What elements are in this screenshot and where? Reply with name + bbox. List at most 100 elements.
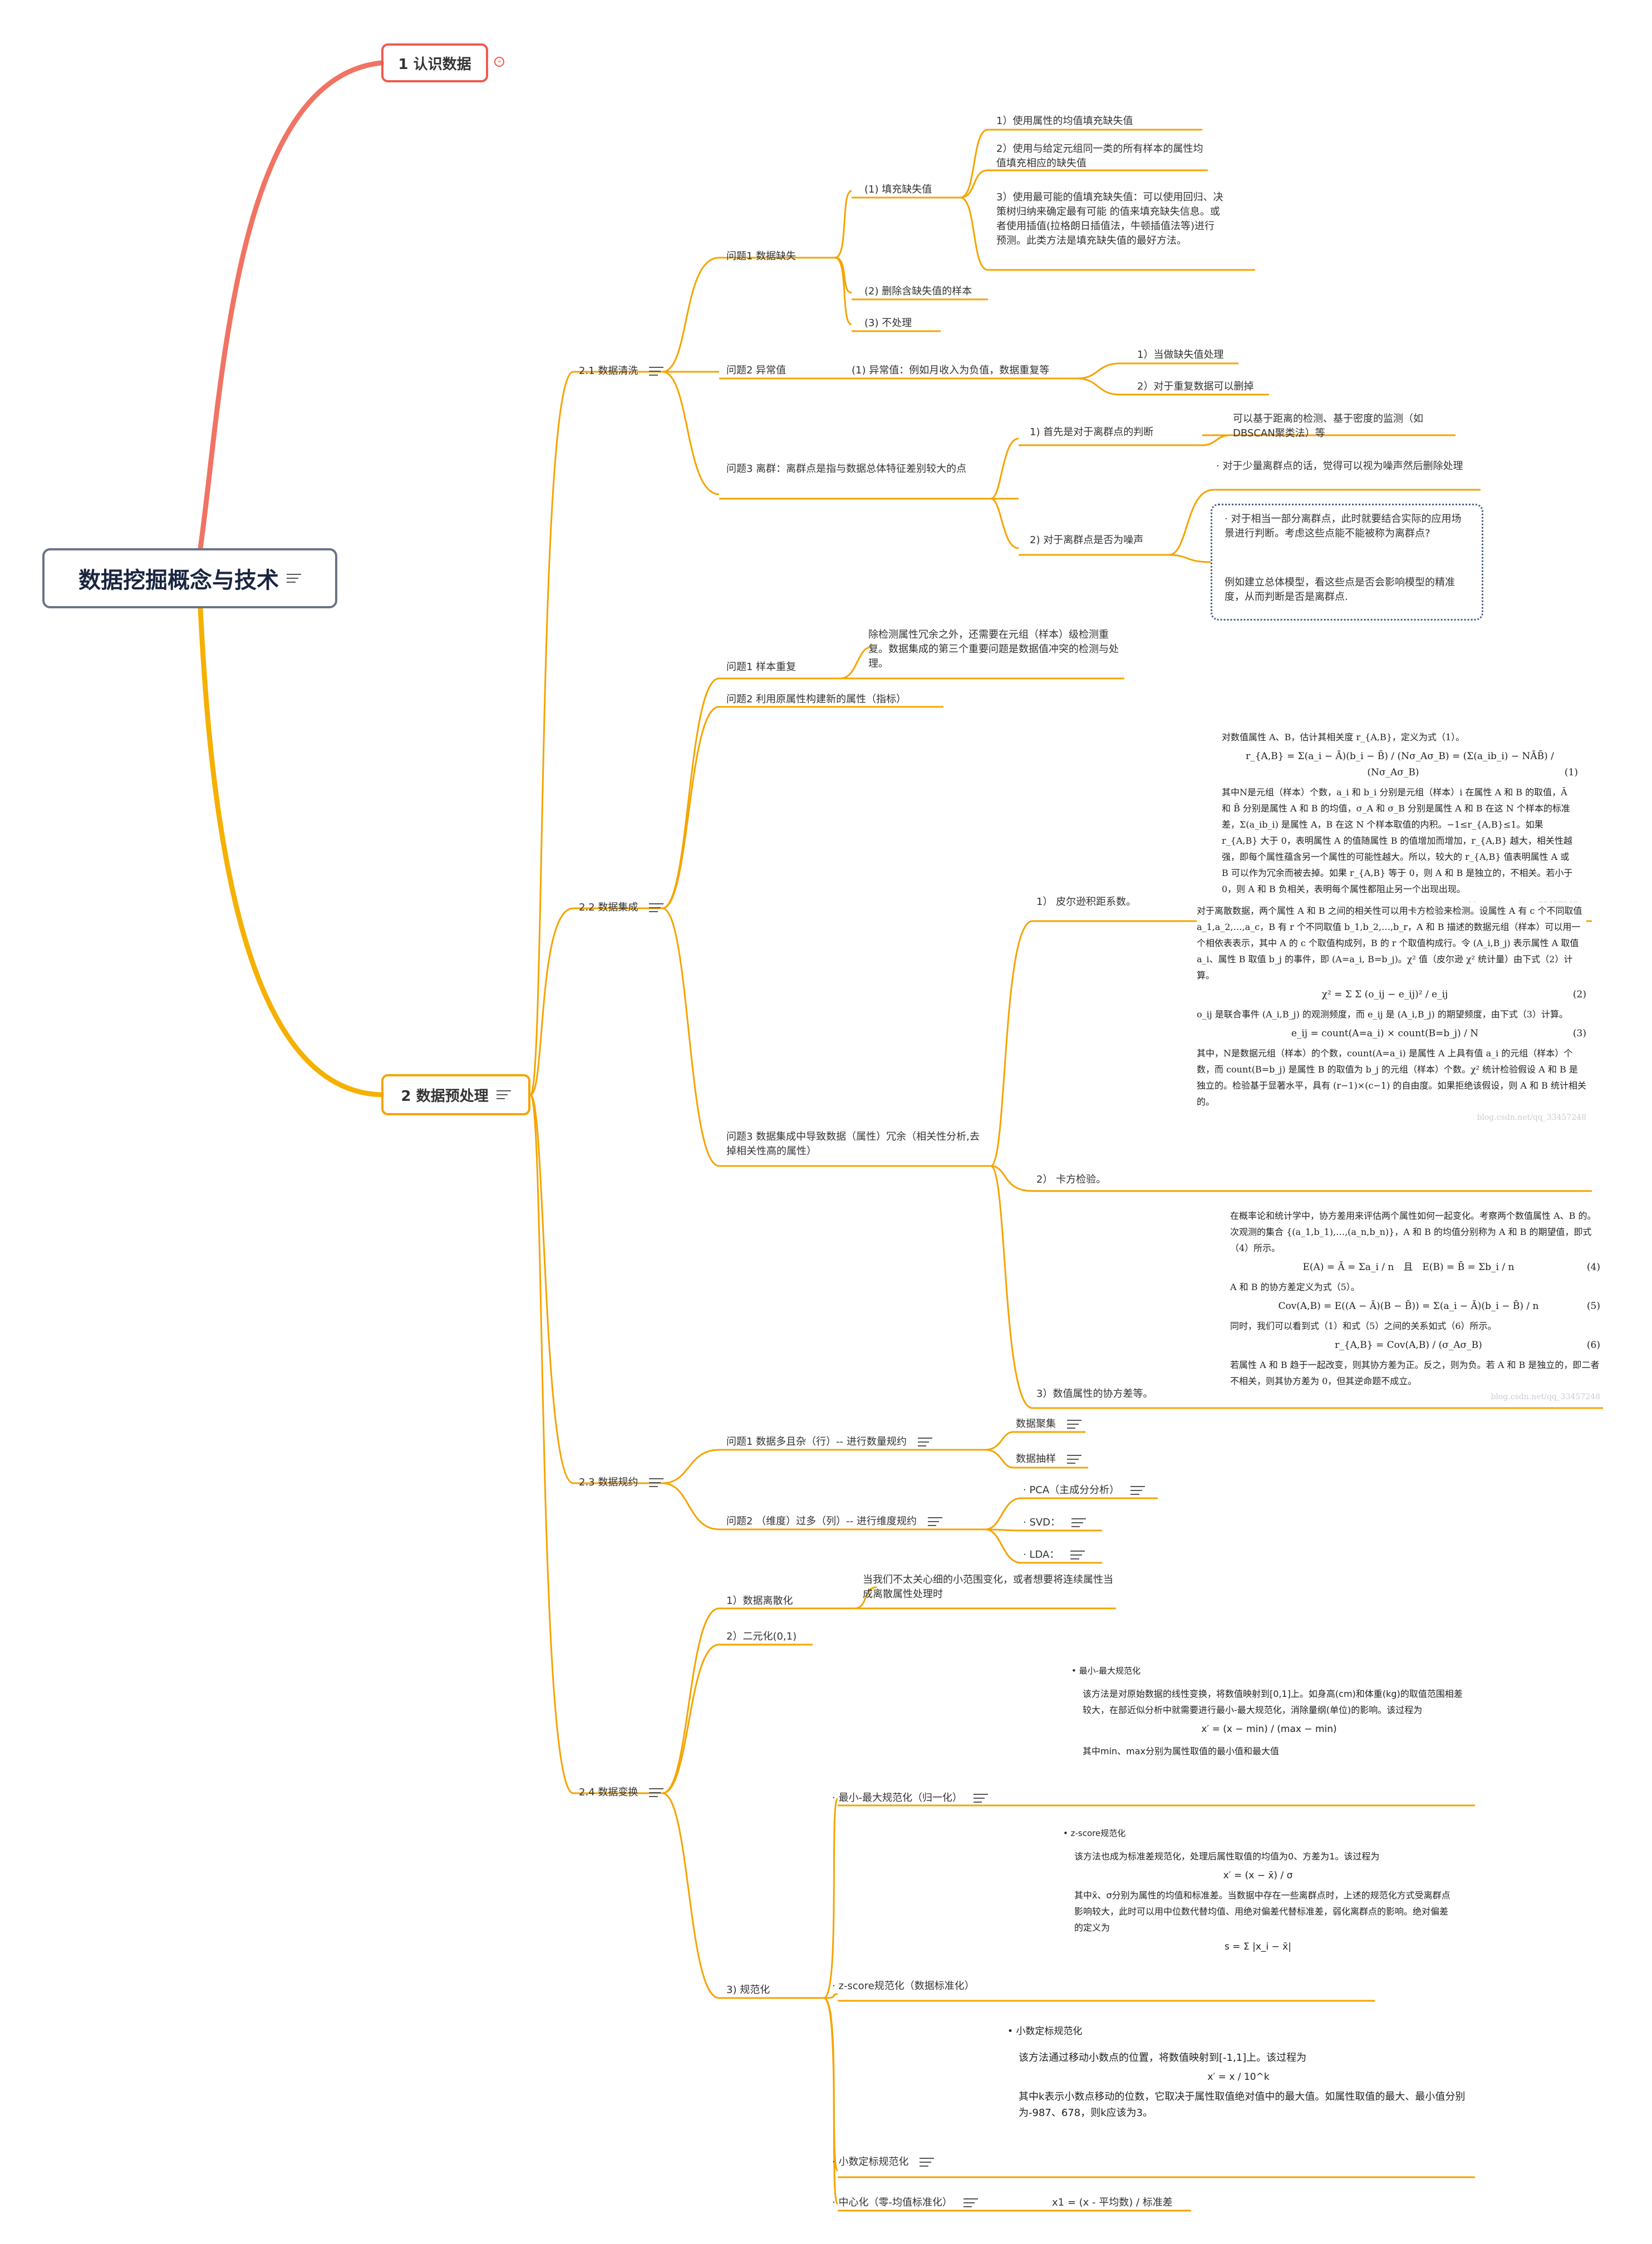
notes-icon[interactable]	[649, 900, 664, 915]
topic-normalization[interactable]: 3) 规范化	[726, 1984, 770, 1996]
topic-fill-missing[interactable]: (1) 填充缺失值	[864, 184, 932, 195]
item-svd[interactable]: · SVD：	[1023, 1515, 1086, 1530]
item-data-aggregation[interactable]: 数据聚集	[1016, 1417, 1081, 1431]
topic-outlier[interactable]: 问题2 异常值	[726, 365, 786, 376]
topic-sample-duplicate[interactable]: 问题1 样本重复	[726, 661, 796, 673]
item-fill-class-mean[interactable]: 2）使用与给定元组同一类的所有样本的属性均值填充相应的缺失值	[996, 143, 1203, 169]
topic-outlier-points[interactable]: 问题3 离群：离群点是指与数据总体特征差别较大的点	[726, 463, 967, 475]
notes-icon[interactable]	[927, 1514, 942, 1529]
outlier-desc[interactable]: (1) 异常值：例如月收入为负值，数据重复等	[852, 365, 1050, 376]
chi-formula2: e_ij = count(A=a_i) × count(B=b_j) / N	[1291, 1028, 1479, 1039]
noise-item-model[interactable]: 例如建立总体模型，看这些点是否会影响模型的精准度，从而判断是否是离群点.	[1225, 577, 1455, 603]
topic-data-integration[interactable]: 2.2 数据集成	[579, 900, 664, 915]
cov-formula2: Cov(A,B) = E((A − Ā)(B − B̄)) = Σ(a_i − …	[1278, 1301, 1539, 1312]
notes-icon[interactable]	[1066, 1452, 1081, 1467]
decimal-title: 小数定标规范化	[1016, 2026, 1083, 2037]
outlier-judge-detail[interactable]: 可以基于距离的检测、基于密度的监测（如DBSCAN聚类法）等	[1233, 413, 1423, 439]
item-as-missing[interactable]: 1）当做缺失值处理	[1137, 349, 1224, 361]
item-delete-duplicate[interactable]: 2）对于重复数据可以删掉	[1137, 381, 1254, 392]
watermark: blog.csdn.net/qq_33457248	[1491, 1392, 1600, 1401]
topic-centering[interactable]: · 中心化（零-均值标准化）	[832, 2196, 978, 2210]
notes-icon[interactable]	[649, 364, 664, 378]
topic-minmax[interactable]: · 最小-最大规范化（归一化）	[832, 1791, 988, 1805]
chi-body2: o_ij 是联合事件 (A_i,B_j) 的观测频度，而 e_ij 是 (A_i…	[1197, 1009, 1568, 1020]
item-label: · PCA（主成分分析）	[1023, 1484, 1120, 1496]
noise-item-few[interactable]: · 对于少量离群点的话，觉得可以视为噪声然后删除处理	[1216, 460, 1463, 472]
topic-delete-missing[interactable]: (2) 删除含缺失值的样本	[864, 286, 972, 297]
topic-missing-data[interactable]: 问题1 数据缺失	[726, 250, 796, 262]
cov-body1: 在概率论和统计学中，协方差用来评估两个属性如何一起变化。考察两个数值属性 A、B…	[1230, 1210, 1596, 1253]
notes-icon[interactable]	[287, 571, 301, 585]
topic-preprocessing[interactable]: 2 数据预处理	[381, 1074, 530, 1115]
topic-data-reduction[interactable]: 2.3 数据规约	[579, 1475, 664, 1490]
root-topic[interactable]: 数据挖掘概念与技术	[42, 548, 337, 608]
topic-zscore[interactable]: · z-score规范化（数据标准化）	[832, 1980, 975, 1992]
root-title: 数据挖掘概念与技术	[78, 568, 279, 593]
link-badge-icon[interactable]: ∞	[494, 57, 504, 67]
eq-num: (3)	[1572, 1028, 1586, 1039]
notes-icon[interactable]	[917, 1435, 932, 1449]
zscore-image: • z-score规范化 该方法也成为标准差规范化，处理后属性取值的均值为0、方…	[1063, 1825, 1453, 1958]
discretization-desc[interactable]: 当我们不太关心细的小范围变化，或者想要将连续属性当成离散属性处理时	[863, 1574, 1113, 1600]
item-label: 数据抽样	[1016, 1453, 1056, 1465]
topic-label: 2.4 数据变换	[579, 1787, 638, 1798]
decimal-desc: 该方法通过移动小数点的位置，将数值映射到[-1,1]上。该过程为	[1019, 2052, 1307, 2064]
topic-data-transform[interactable]: 2.4 数据变换	[579, 1785, 664, 1800]
notes-icon[interactable]	[973, 1791, 988, 1805]
item-label: · SVD：	[1023, 1517, 1061, 1528]
notes-icon[interactable]	[649, 1475, 664, 1490]
minmax-foot: 其中min、max分别为属性取值的最小值和最大值	[1083, 1746, 1280, 1756]
topic-data-cleaning[interactable]: 2.1 数据清洗	[579, 364, 664, 378]
topic-label: 2.3 数据规约	[579, 1477, 638, 1488]
item-data-sampling[interactable]: 数据抽样	[1016, 1452, 1081, 1467]
item-label: · LDA：	[1023, 1549, 1060, 1561]
topic-outlier-noise[interactable]: 2) 对于离群点是否为噪声	[1030, 534, 1144, 546]
topic-no-process[interactable]: (3) 不处理	[864, 317, 912, 329]
minmax-title: 最小-最大规范化	[1079, 1666, 1141, 1676]
item-fill-probable[interactable]: 3）使用最可能的值填充缺失值：可以使用回归、决策树归纳来确定最有可能 的值来填充…	[996, 191, 1223, 247]
cov-body3: 同时，我们可以看到式（1）和式（5）之间的关系如式（6）所示。	[1230, 1321, 1497, 1331]
centering-desc[interactable]: x1 = (x - 平均数) / 标准差	[1052, 2197, 1173, 2208]
selection-frame[interactable]	[1211, 504, 1483, 621]
minmax-desc: 该方法是对原始数据的线性变换，将数值映射到[0,1]上。如身高(cm)和体重(k…	[1083, 1689, 1463, 1715]
method-pearson[interactable]: 1） 皮尔逊积距系数。	[1036, 896, 1137, 908]
eq-num: (2)	[1572, 989, 1586, 1000]
topic-label: 2.2 数据集成	[579, 902, 638, 913]
method-covariance[interactable]: 3）数值属性的协方差等。	[1036, 1388, 1153, 1400]
item-fill-mean[interactable]: 1）使用属性的均值填充缺失值	[996, 115, 1133, 127]
notes-icon[interactable]	[1130, 1483, 1145, 1498]
cov-body4: 若属性 A 和 B 趋于一起改变，则其协方差为正。反之，则为负。若 A 和 B …	[1230, 1360, 1600, 1386]
notes-icon[interactable]	[963, 2196, 978, 2210]
notes-icon[interactable]	[920, 2155, 935, 2169]
topic-decimal-scaling[interactable]: · 小数定标规范化	[832, 2155, 935, 2169]
notes-icon[interactable]	[496, 1087, 511, 1102]
covariance-formula-image: 在概率论和统计学中，协方差用来评估两个属性如何一起变化。考察两个数值属性 A、B…	[1230, 1208, 1600, 1405]
method-chi-square[interactable]: 2） 卡方检验。	[1036, 1174, 1107, 1185]
chi-body1: 对于离散数据，两个属性 A 和 B 之间的相关性可以用卡方检验来检测。设属性 A…	[1197, 906, 1582, 981]
cov-formula3: r_{A,B} = Cov(A,B) / (σ_Aσ_B)	[1335, 1340, 1482, 1351]
topic-know-data[interactable]: 1 认识数据	[381, 43, 488, 82]
topic-discretization[interactable]: 1）数据离散化	[726, 1595, 793, 1607]
notes-icon[interactable]	[649, 1785, 664, 1800]
topic-redundancy[interactable]: 问题3 数据集成中导致数据（属性）冗余（相关性分析,去掉相关性高的属性）	[726, 1131, 980, 1157]
topic-binarization[interactable]: 2）二元化(0,1)	[726, 1631, 797, 1642]
pearson-body: 其中N是元组（样本）个数，a_i 和 b_i 分别是元组（样本）i 在属性 A …	[1222, 787, 1573, 894]
pearson-intro: 对数值属性 A、B，估计其相关度 r_{A,B}，定义为式（1）。	[1222, 732, 1465, 742]
topic-numerosity-reduction[interactable]: 问题1 数据多且杂（行）-- 进行数量规约	[726, 1435, 932, 1449]
topic-label: 2 数据预处理	[401, 1087, 489, 1105]
noise-item-many[interactable]: · 对于相当一部分离群点，此时就要结合实际的应用场景进行判断。考虑这些点能不能被…	[1225, 513, 1462, 539]
notes-icon[interactable]	[1066, 1417, 1081, 1431]
minmax-formula: x′ = (x − min) / (max − min)	[1201, 1724, 1337, 1735]
topic-label: 问题1 数据多且杂（行）-- 进行数量规约	[726, 1436, 907, 1448]
notes-icon[interactable]	[1071, 1515, 1086, 1530]
item-pca[interactable]: · PCA（主成分分析）	[1023, 1483, 1145, 1498]
zscore-foot: 其中x̄、σ分别为属性的均值和标准差。当数据中存在一些离群点时，上述的规范化方式…	[1074, 1890, 1451, 1933]
decimal-foot: 其中k表示小数点移动的位数，它取决于属性取值绝对值中的最大值。如属性取值的最大、…	[1019, 2091, 1466, 2119]
topic-new-attribute[interactable]: 问题2 利用原属性构建新的属性（指标）	[726, 693, 907, 705]
notes-icon[interactable]	[1070, 1548, 1085, 1562]
zscore-title: z-score规范化	[1070, 1828, 1126, 1838]
item-lda[interactable]: · LDA：	[1023, 1548, 1085, 1562]
sample-duplicate-desc[interactable]: 除检测属性冗余之外，还需要在元组（样本）级检测重复。数据集成的第三个重要问题是数…	[868, 629, 1119, 670]
topic-dimension-reduction[interactable]: 问题2 （维度）过多（列）-- 进行维度规约	[726, 1514, 942, 1529]
topic-outlier-judge[interactable]: 1) 首先是对于离群点的判断	[1030, 426, 1154, 438]
